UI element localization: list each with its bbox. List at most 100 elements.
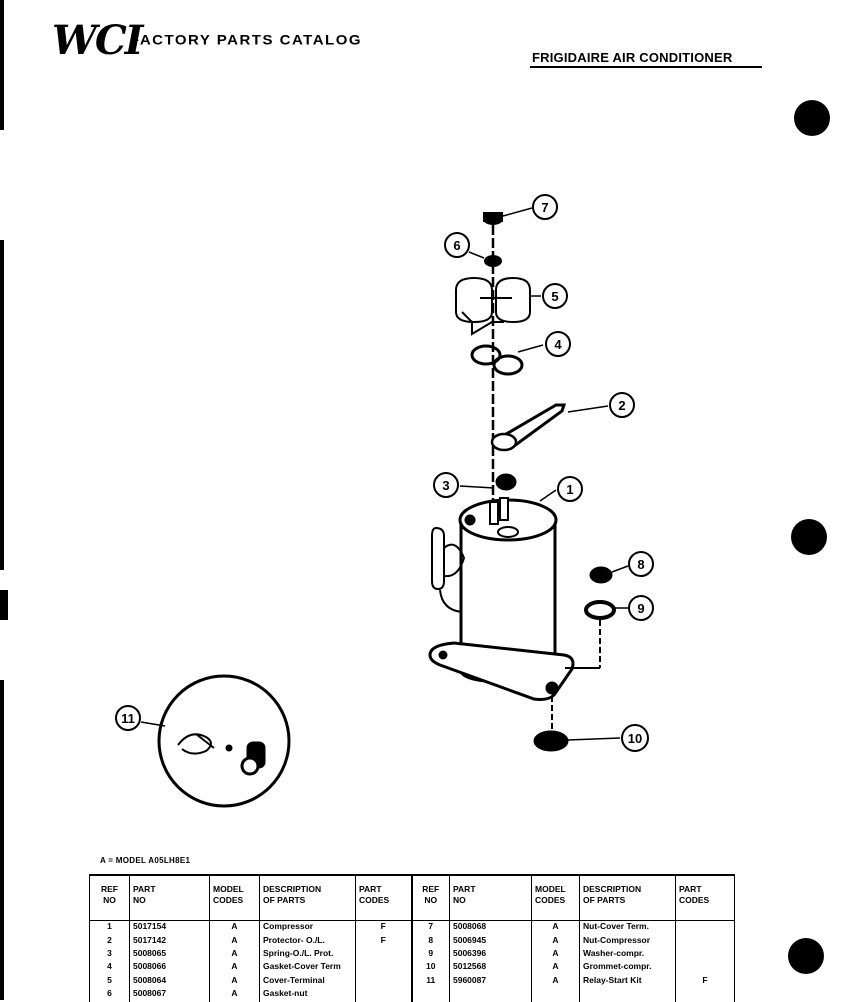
cell-part-no: 5008065 — [129, 948, 210, 962]
cell-part-code — [355, 974, 412, 989]
callout-4: 4 — [545, 331, 571, 357]
cell-description: Nut-Cover Term. — [579, 920, 676, 935]
cell-ref: 1 — [89, 920, 130, 935]
svg-text:5: 5 — [551, 289, 558, 304]
part-compressor — [428, 489, 575, 701]
cell-description: Gasket-Cover Term — [259, 961, 356, 975]
cell-model: A — [209, 920, 260, 935]
subject-underline — [530, 66, 762, 68]
part-nut-compressor — [589, 565, 629, 584]
cell-part-no: 5008067 — [129, 988, 210, 1002]
part-relay-start-kit-inset — [140, 674, 291, 808]
callout-1: 1 — [557, 476, 583, 502]
cell-part-no: 5017154 — [129, 920, 210, 935]
cell-description: Relay-Start Kit — [579, 974, 676, 989]
svg-text:7: 7 — [541, 200, 548, 215]
part-cover-terminal — [455, 276, 541, 336]
cell-model: A — [531, 948, 580, 962]
callout-3: 3 — [433, 472, 459, 498]
callout-9: 9 — [628, 595, 654, 621]
svg-text:3: 3 — [442, 478, 449, 493]
svg-text:11: 11 — [121, 711, 135, 726]
cell-part-no: 5008068 — [449, 920, 532, 935]
table-row: 6 5008067 A Gasket-nut — [89, 988, 735, 1002]
table-row: 4 5008066 A Gasket-Cover Term 10 5012568… — [89, 961, 735, 975]
table-row: 2 5017142 A Protector- O./L. F 8 5006945… — [89, 934, 735, 948]
cell-ref: 7 — [410, 920, 450, 935]
binder-hole-middle — [791, 519, 827, 555]
callout-2: 2 — [609, 392, 635, 418]
cell-description: Cover-Terminal — [259, 974, 356, 989]
cell-empty — [675, 988, 735, 1002]
cell-part-no: 5006396 — [449, 948, 532, 962]
callout-6: 6 — [444, 232, 470, 258]
callout-7: 7 — [532, 194, 558, 220]
cell-model: A — [209, 948, 260, 962]
cell-empty — [449, 988, 532, 1002]
cell-description: Protector- O./L. — [259, 934, 356, 948]
cell-empty — [579, 988, 676, 1002]
table-row: 3 5008065 A Spring-O./L. Prot. 9 5006396… — [89, 948, 735, 962]
table-row: 5 5008064 A Cover-Terminal 11 5960087 A … — [89, 974, 735, 989]
cell-part-code — [675, 920, 735, 935]
part-grommet-compressor — [533, 696, 621, 752]
cell-part-code: F — [675, 974, 735, 989]
part-gasket-nut — [468, 251, 502, 267]
svg-text:8: 8 — [637, 557, 644, 572]
cell-model: A — [209, 961, 260, 975]
svg-text:6: 6 — [453, 238, 460, 253]
cell-ref: 10 — [410, 961, 450, 975]
cell-ref: 8 — [410, 934, 450, 948]
cell-ref: 3 — [89, 948, 130, 962]
cell-empty — [410, 988, 450, 1002]
part-gasket-cover-terminal — [470, 344, 544, 376]
model-code-note: A = MODEL A05LH8E1 — [100, 856, 191, 865]
cell-description: Spring-O./L. Prot. — [259, 948, 356, 962]
cell-part-code — [675, 948, 735, 962]
cell-part-no: 5960087 — [449, 974, 532, 989]
cell-part-code — [355, 961, 412, 975]
svg-text:4: 4 — [554, 337, 562, 352]
cell-description: Nut-Compressor — [579, 934, 676, 948]
part-spring-overload — [459, 473, 517, 491]
cell-ref: 9 — [410, 948, 450, 962]
catalog-title: FACTORY PARTS CATALOG — [130, 32, 363, 49]
cell-part-code — [675, 961, 735, 975]
cell-model: A — [531, 920, 580, 935]
callout-8: 8 — [628, 551, 654, 577]
cell-description: Washer-compr. — [579, 948, 676, 962]
cell-model: A — [531, 961, 580, 975]
cell-part-code: F — [355, 934, 412, 948]
cell-ref: 4 — [89, 961, 130, 975]
cell-ref: 11 — [410, 974, 450, 989]
svg-text:9: 9 — [637, 601, 644, 616]
cell-part-no: 5017142 — [129, 934, 210, 948]
cell-part-code — [675, 934, 735, 948]
binder-hole-bottom — [788, 938, 824, 974]
svg-text:1: 1 — [566, 482, 573, 497]
cell-model: A — [531, 974, 580, 989]
part-nut-cover-terminal — [483, 207, 533, 225]
binder-hole-top — [794, 100, 830, 136]
cell-part-no: 5008064 — [129, 974, 210, 989]
cell-part-code — [355, 948, 412, 962]
callout-11: 11 — [115, 705, 141, 731]
cell-model: A — [209, 974, 260, 989]
cell-description: Compressor — [259, 920, 356, 935]
cell-part-code — [355, 988, 412, 1002]
cell-ref: 5 — [89, 974, 130, 989]
cell-description: Gasket-nut — [259, 988, 356, 1002]
cell-part-code: F — [355, 920, 412, 935]
catalog-subject: FRIGIDAIRE AIR CONDITIONER — [532, 50, 733, 65]
part-protector-overload — [490, 403, 609, 452]
